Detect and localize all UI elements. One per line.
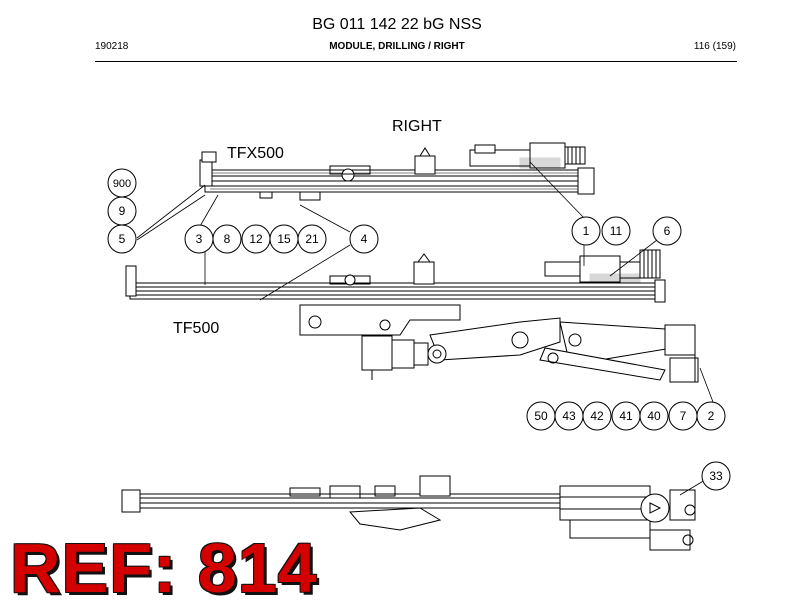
callout-label: 9 bbox=[119, 204, 126, 218]
tf500-feed-beam bbox=[125, 249, 666, 303]
callout-label: 42 bbox=[590, 409, 604, 423]
document-title: BG 011 142 22 bG NSS bbox=[312, 16, 482, 33]
callout-40 bbox=[639, 401, 669, 431]
document-code: 190218 bbox=[95, 41, 129, 52]
callout-label: 15 bbox=[277, 232, 291, 246]
callout-label: 900 bbox=[113, 178, 131, 190]
callout-label: 2 bbox=[708, 409, 715, 423]
leader-lines bbox=[136, 161, 714, 496]
callout-5 bbox=[107, 224, 137, 254]
callout-21 bbox=[297, 224, 327, 254]
header-rule bbox=[95, 61, 737, 62]
callout-42 bbox=[582, 401, 612, 431]
callout-33 bbox=[701, 461, 731, 491]
callout-label: 7 bbox=[680, 409, 687, 423]
reference-stamp: REF: 814 bbox=[10, 529, 318, 607]
callout-label: 3 bbox=[196, 232, 203, 246]
tfx500-feed-beam bbox=[199, 142, 595, 201]
callout-label: 21 bbox=[305, 232, 319, 246]
boom-arm-assembly bbox=[299, 304, 699, 383]
upper-boom-label: TFX500 bbox=[227, 145, 284, 162]
section-title: MODULE, DRILLING / RIGHT bbox=[329, 41, 465, 52]
callout-label: 5 bbox=[119, 232, 126, 246]
callout-label: 41 bbox=[619, 409, 633, 423]
callout-label: 8 bbox=[224, 232, 231, 246]
callout-6 bbox=[652, 216, 682, 246]
callout-label: 11 bbox=[610, 224, 623, 238]
callout-8 bbox=[212, 224, 242, 254]
callout-label: 40 bbox=[647, 409, 661, 423]
callout-label: 6 bbox=[664, 224, 671, 238]
callout-2 bbox=[696, 401, 726, 431]
callout-label: 33 bbox=[709, 469, 723, 483]
lower-boom-label: TF500 bbox=[173, 320, 220, 337]
callout-label: 12 bbox=[249, 232, 263, 246]
callout-label: 50 bbox=[534, 409, 548, 423]
callout-4 bbox=[349, 224, 379, 254]
callout-label: 43 bbox=[562, 409, 576, 423]
top-view-drawing bbox=[121, 475, 696, 551]
side-label: RIGHT bbox=[392, 118, 442, 135]
callout-label: 4 bbox=[361, 232, 368, 246]
page-number: 116 (159) bbox=[693, 41, 736, 52]
callout-11 bbox=[601, 216, 631, 246]
callout-1 bbox=[571, 216, 601, 246]
callout-circles bbox=[107, 168, 731, 491]
callout-label: 1 bbox=[583, 224, 590, 238]
